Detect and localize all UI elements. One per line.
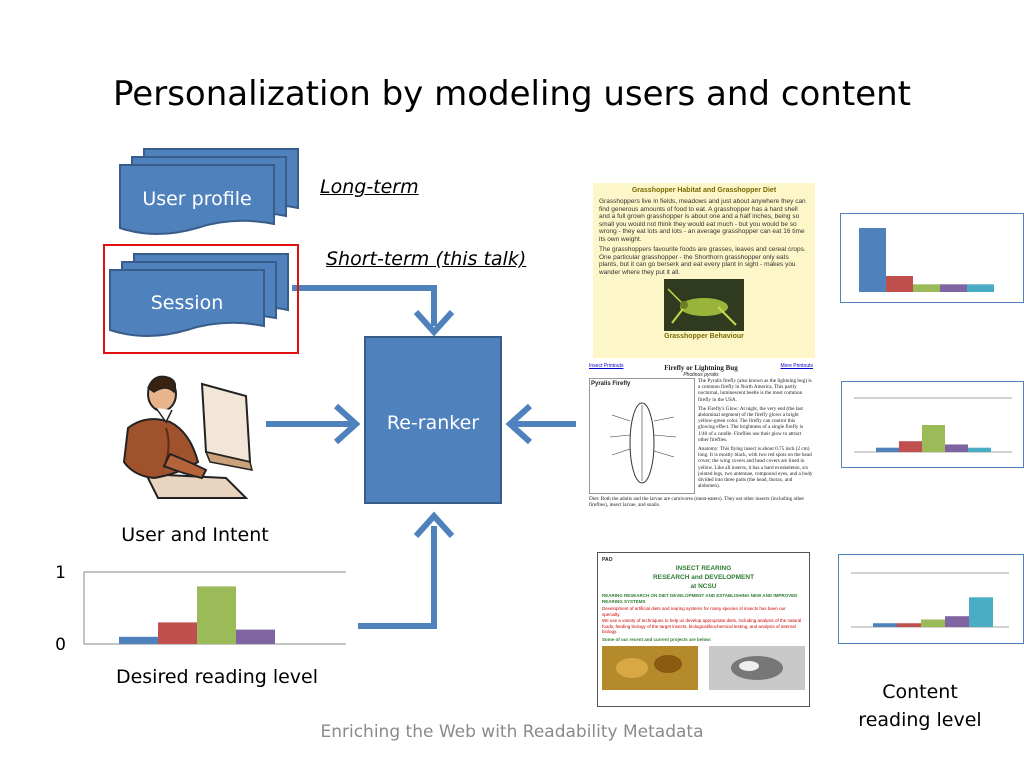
bar-3 <box>922 425 945 452</box>
bar-3 <box>913 284 940 292</box>
bar-3 <box>197 586 236 644</box>
doc2-right-link[interactable]: More Printouts <box>780 363 813 369</box>
long-term-label: Long-term <box>320 176 419 198</box>
bar-2 <box>158 622 197 644</box>
tick-label-top: 1 <box>55 563 66 583</box>
tick-label-bottom: 0 <box>55 635 66 655</box>
document-firefly: Insect Printouts More Printouts Firefly … <box>586 360 816 518</box>
doc3-bullet-2: We use a variety of techniques to help u… <box>602 618 802 634</box>
bar-4 <box>940 284 967 292</box>
document-insect-rearing: PAO INSECT REARING RESEARCH and DEVELOPM… <box>597 552 810 707</box>
bar-1 <box>859 228 886 292</box>
bar-5 <box>968 447 991 452</box>
content-level-chart-1-frame <box>840 213 1024 303</box>
bar-5 <box>969 597 993 627</box>
bar-1 <box>876 447 899 452</box>
doc2-paragraph-4: Diet: Both the adults and the larvae are… <box>589 496 805 509</box>
firefly-drawing <box>609 402 677 484</box>
bar-5 <box>967 284 994 292</box>
user-at-computer-image <box>122 375 254 499</box>
doc3-subheading: REARING RESEARCH ON DIET DEVELOPMENT AND… <box>602 593 798 604</box>
bar-1 <box>873 623 897 627</box>
doc3-heading-3: at NCSU <box>690 583 717 590</box>
doc2-paragraph-2: The Firefly's Glow: At night, the very e… <box>698 405 804 443</box>
content-reading-label: Content reading level <box>858 681 982 731</box>
doc3-tag: PAO <box>602 557 613 563</box>
arrowhead-user <box>333 403 361 445</box>
doc1-heading: Grasshopper Habitat and Grasshopper Diet <box>631 187 777 194</box>
arrowhead-level <box>413 511 455 539</box>
desired-reading-label: Desired reading level <box>115 666 319 688</box>
doc1-paragraph-2: The grasshoppers favourite foods are gra… <box>599 246 806 276</box>
doc2-subheading: Photinus pyralis <box>683 372 719 378</box>
content-level-chart-1 <box>859 228 994 292</box>
doc2-paragraph-1: The Pyralis firefly (also known as the l… <box>698 378 812 403</box>
arrow-session-to-reranker <box>292 285 437 326</box>
bar-4 <box>236 629 275 644</box>
insect-photo-1 <box>602 646 698 690</box>
doc2-left-link[interactable]: Insect Printouts <box>589 363 624 369</box>
grasshopper-photo <box>664 279 744 331</box>
bar-4 <box>945 444 968 452</box>
desired-level-chart: 10 <box>55 563 346 655</box>
content-level-chart-2-frame <box>841 381 1024 468</box>
doc3-bullet-1: Development of artificial diets and rear… <box>602 606 786 617</box>
arrowhead-session <box>413 309 455 337</box>
insect-photo-2 <box>709 646 805 690</box>
bar-3 <box>921 619 945 627</box>
firefly-diagram: Pyralis Firefly <box>589 378 695 494</box>
content-level-chart-2 <box>854 397 1012 453</box>
doc2-paragraph-3: Anatomy: This flying insect is about 0.7… <box>698 446 813 490</box>
session-label: Session <box>150 292 224 314</box>
document-grasshopper: Grasshopper Habitat and Grasshopper Diet… <box>593 183 815 358</box>
doc1-paragraph-1: Grasshoppers live in fields, meadows and… <box>599 198 806 243</box>
bar-2 <box>886 276 913 292</box>
content-level-chart-3 <box>851 572 1009 628</box>
session-stack <box>109 253 289 337</box>
doc3-heading-1: INSECT REARING <box>675 565 732 572</box>
user-profile-stack <box>119 148 299 235</box>
user-profile-label: User profile <box>142 188 252 210</box>
doc2-heading: Firefly or Lightning Bug <box>664 364 738 372</box>
reranker-box: Re-ranker <box>364 336 502 504</box>
doc2-diagram-title: Pyralis Firefly <box>591 381 631 387</box>
bar-2 <box>899 441 922 452</box>
doc3-heading-2: RESEARCH and DEVELOPMENT <box>652 574 755 581</box>
doc3-projects: Some of our recent and current projects … <box>602 636 712 642</box>
doc1-footer-heading: Grasshopper Behaviour <box>664 333 744 340</box>
bar-1 <box>119 636 158 644</box>
content-level-chart-3-frame <box>838 554 1024 644</box>
arrowhead-docs <box>505 403 533 445</box>
arrow-level-to-reranker <box>358 526 437 629</box>
slide-footer: Enriching the Web with Readability Metad… <box>320 722 704 742</box>
short-term-label: Short-term (this talk) <box>326 248 527 270</box>
bar-4 <box>945 616 969 627</box>
bar-2 <box>897 623 921 627</box>
session-highlight-box <box>103 244 299 354</box>
user-intent-label: User and Intent <box>121 524 269 546</box>
slide-title: Personalization by modeling users and co… <box>113 74 911 114</box>
